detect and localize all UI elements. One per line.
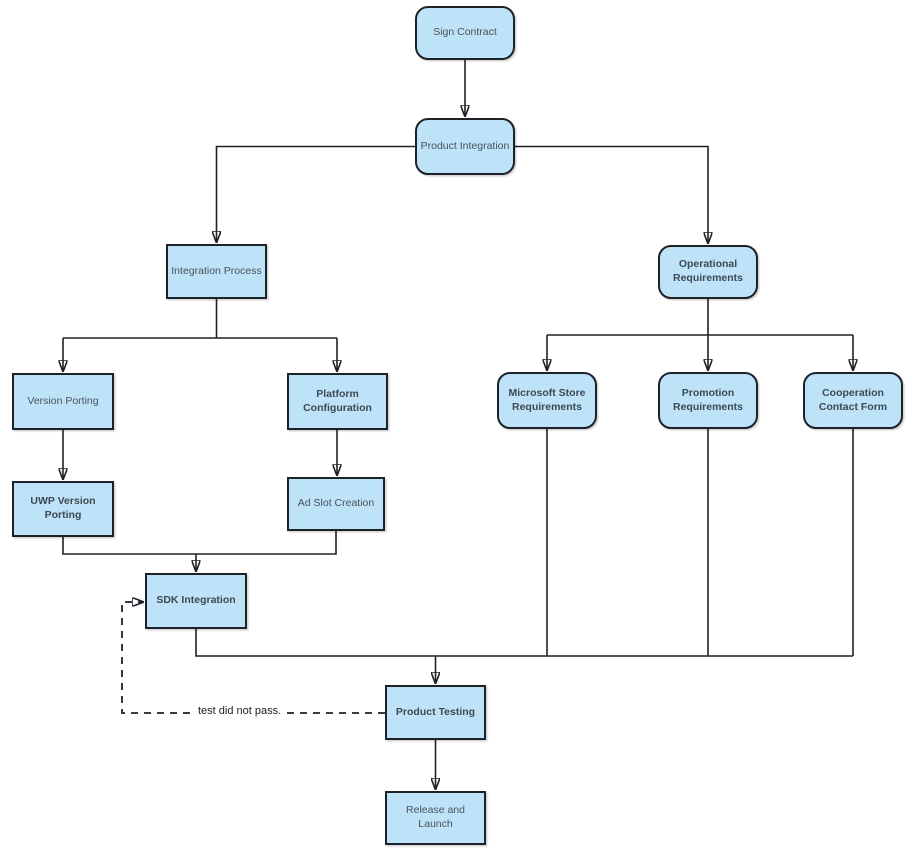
node-uwp-version-porting[interactable]: UWP Version Porting bbox=[12, 481, 114, 537]
node-sdk-integration-label: SDK Integration bbox=[156, 594, 236, 607]
edge-label-test-did-not-pass: test did not pass. bbox=[193, 704, 287, 718]
node-release-and-launch[interactable]: Release and Launch bbox=[385, 791, 486, 845]
node-product-integration[interactable]: Product Integration bbox=[415, 118, 515, 175]
node-version-porting-label: Version Porting bbox=[27, 394, 99, 407]
node-sdk-integration[interactable]: SDK Integration bbox=[145, 573, 247, 629]
node-product-testing-label: Product Testing bbox=[395, 705, 476, 718]
edge-uwp-and-adslot-merge-bar bbox=[62, 531, 337, 555]
node-platform-configuration[interactable]: Platform Configuration bbox=[287, 373, 388, 430]
node-product-testing[interactable]: Product Testing bbox=[385, 685, 486, 740]
node-platform-configuration-label: Platform Configuration bbox=[303, 387, 372, 414]
node-uwp-version-porting-label: UWP Version Porting bbox=[30, 495, 96, 521]
edge-sdk-integration-convergence-bar bbox=[195, 629, 853, 657]
node-ad-slot-creation-label: Ad Slot Creation bbox=[297, 497, 375, 510]
node-cooperation-contact-form[interactable]: Cooperation Contact Form bbox=[803, 372, 903, 429]
node-integration-process[interactable]: Integration Process bbox=[166, 244, 267, 299]
node-operational-requirements-label: Operational Requirements bbox=[672, 258, 744, 284]
node-sign-contract-label: Sign Contract bbox=[433, 26, 497, 39]
node-version-porting[interactable]: Version Porting bbox=[12, 373, 114, 430]
node-ad-slot-creation[interactable]: Ad Slot Creation bbox=[287, 477, 385, 531]
node-integration-process-label: Integration Process bbox=[171, 264, 262, 277]
node-product-integration-label: Product Integration bbox=[420, 139, 510, 152]
node-operational-requirements[interactable]: Operational Requirements bbox=[658, 245, 758, 299]
node-microsoft-store-requirements[interactable]: Microsoft Store Requirements bbox=[497, 372, 597, 429]
node-release-and-launch-label: Release and Launch bbox=[406, 804, 465, 830]
node-promotion-requirements[interactable]: Promotion Requirements bbox=[658, 372, 758, 429]
node-cooperation-contact-form-label: Cooperation Contact Form bbox=[818, 386, 888, 413]
node-promotion-requirements-label: Promotion Requirements bbox=[672, 386, 744, 413]
edge-product-integration-to-operational-requirements bbox=[515, 145, 708, 244]
edge-product-integration-to-integration-process bbox=[217, 145, 415, 243]
node-microsoft-store-requirements-label: Microsoft Store Requirements bbox=[508, 386, 586, 413]
node-sign-contract[interactable]: Sign Contract bbox=[415, 6, 515, 60]
